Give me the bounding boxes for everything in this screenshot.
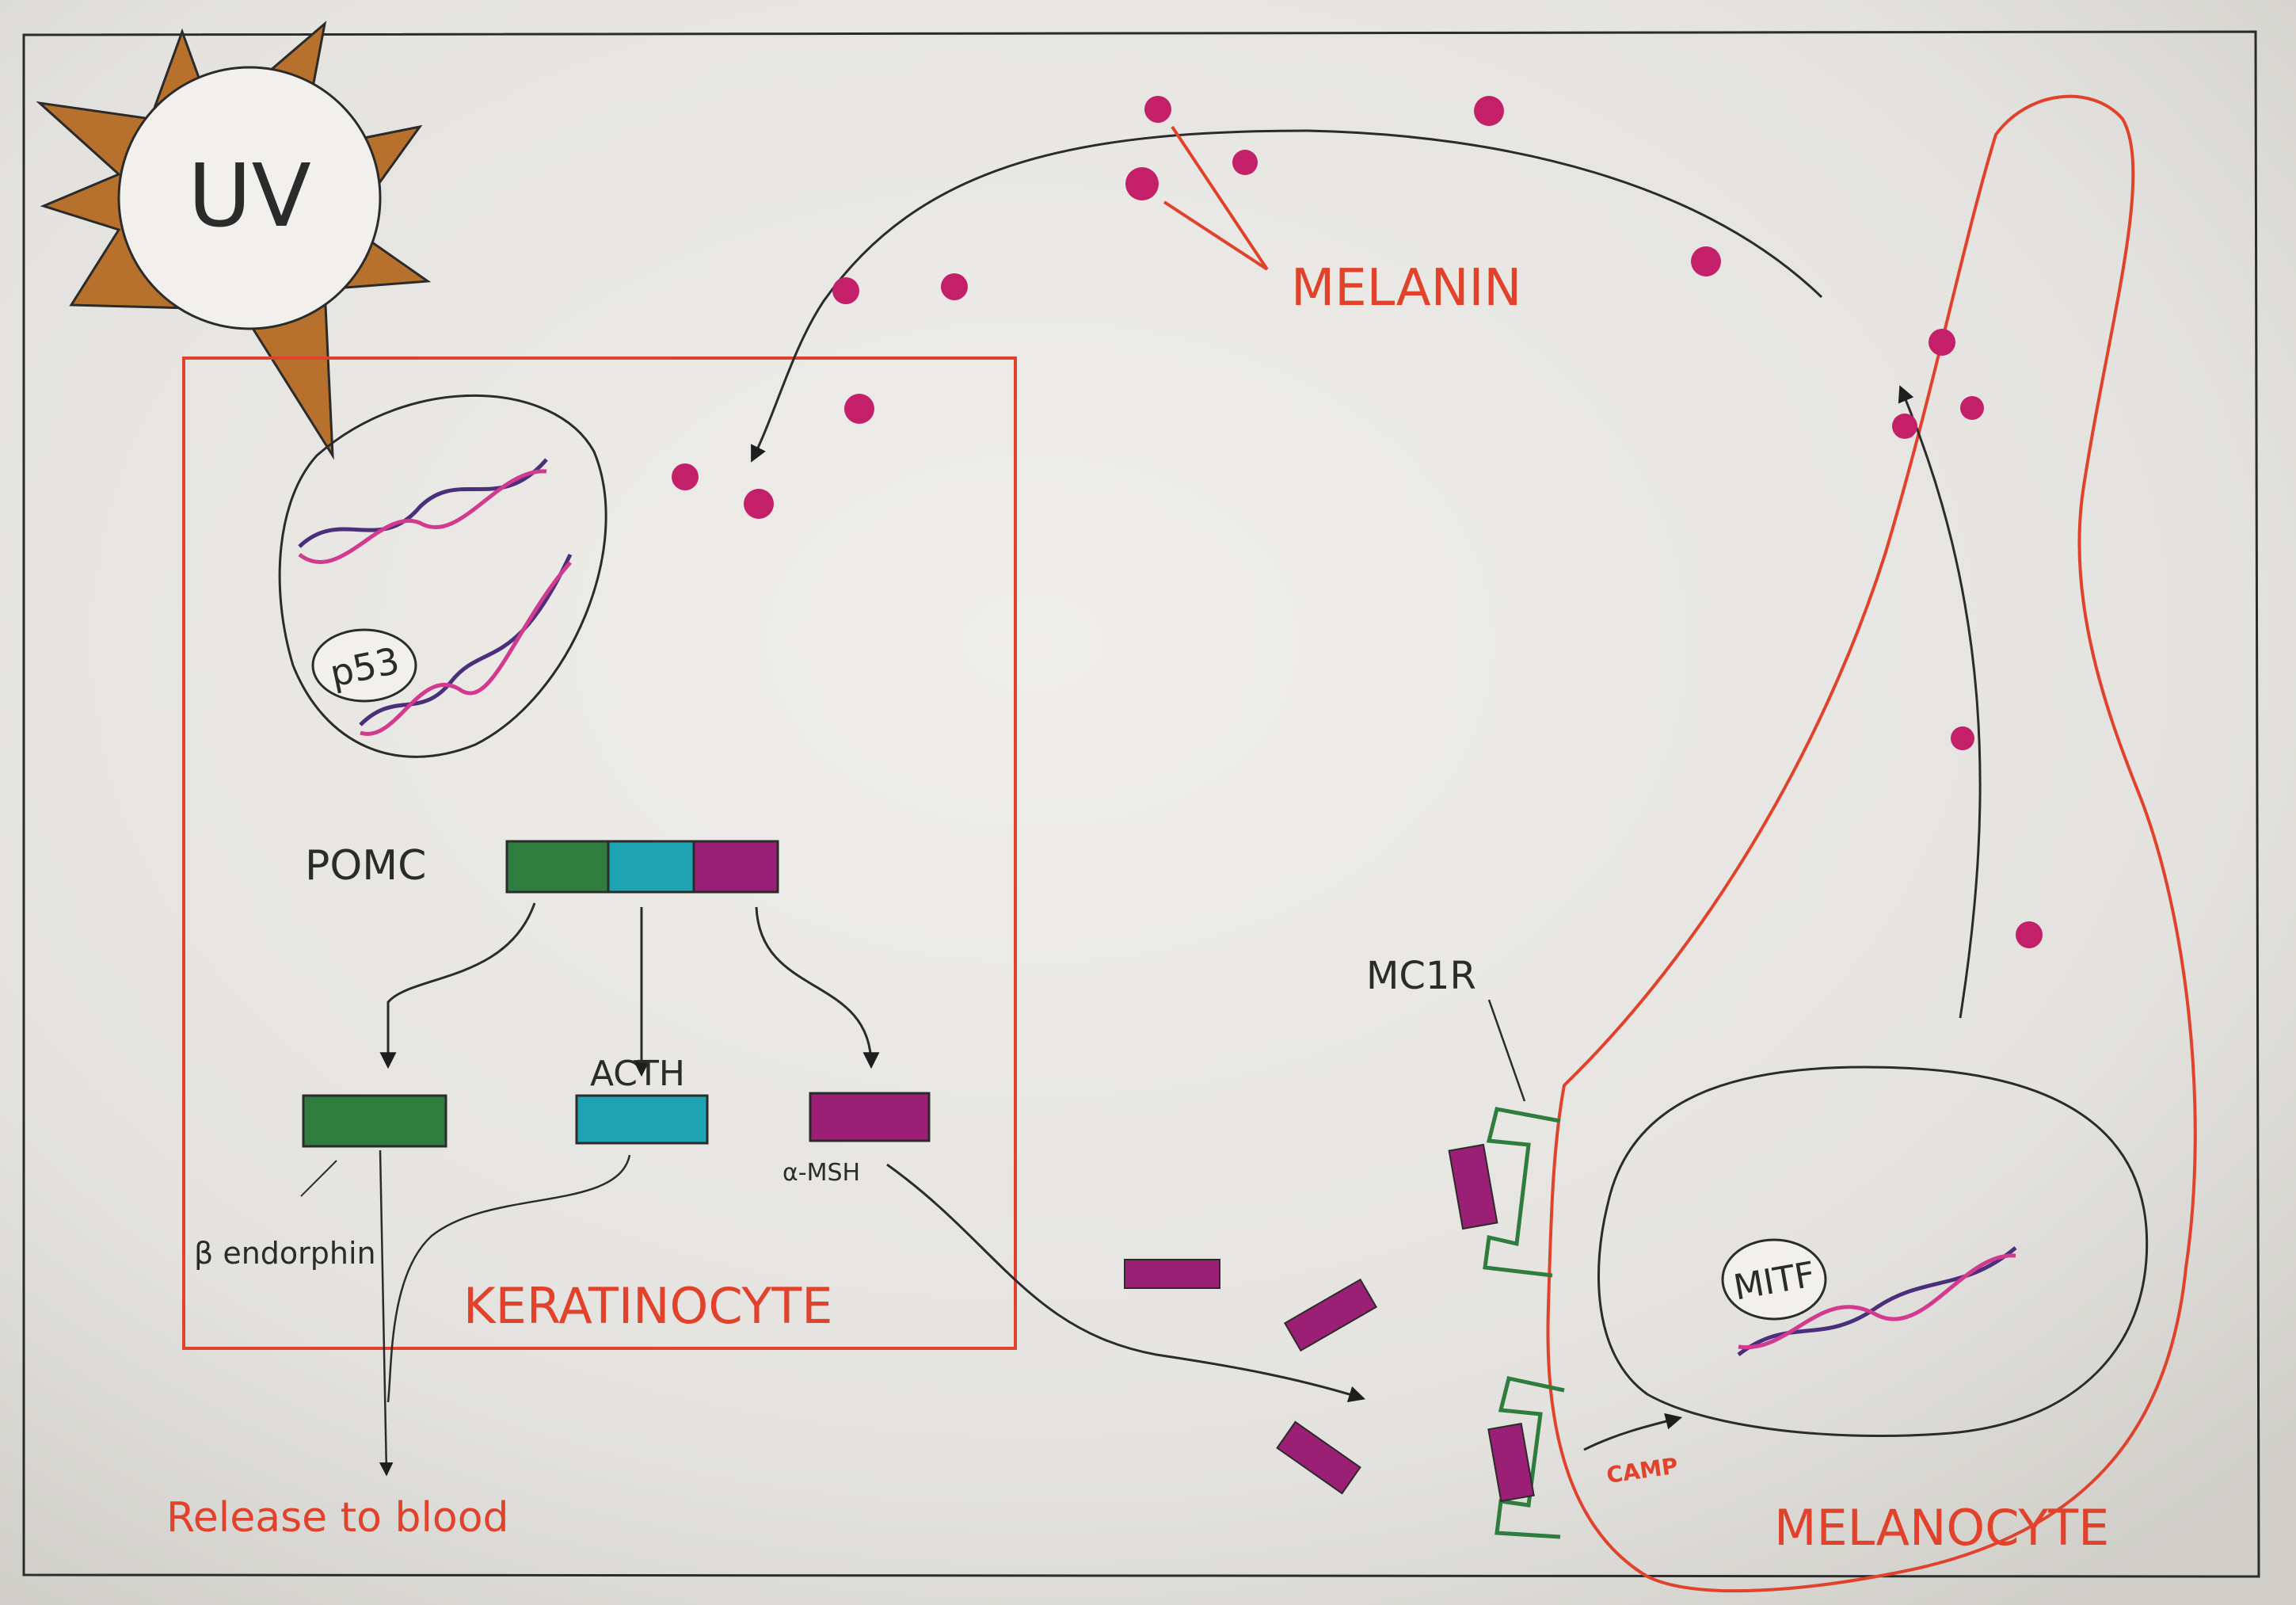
arrow-to-alpha-msh: [755, 906, 880, 1069]
acth-release-arrow: [386, 1154, 631, 1403]
release-arrows: [379, 1149, 631, 1477]
acth-peptide: [575, 1094, 709, 1145]
free-alpha-msh-peptides: [1124, 1259, 1377, 1495]
mc1r-receptor-upper: [1483, 1107, 1561, 1278]
pomc-segment-green: [505, 840, 610, 894]
outer-frame: [22, 30, 2260, 1578]
melanin-granule: [1960, 396, 1984, 420]
melanin-granule: [1892, 414, 1917, 439]
release-to-blood-label: Release to blood: [166, 1494, 509, 1542]
beta-endorphin-leader: [300, 1160, 337, 1197]
melanin-granule: [1691, 246, 1721, 276]
pomc-cleavage-arrows: [379, 902, 880, 1077]
pomc-label: POMC: [305, 842, 426, 890]
melanin-transfer-arrow: [751, 129, 1823, 463]
melanin-granule: [672, 463, 699, 490]
melanin-granules: [672, 96, 2043, 948]
melanin-granule: [941, 273, 968, 300]
melanin-granule: [1232, 150, 1258, 175]
melanin-granule: [1929, 329, 1955, 356]
melanin-label: MELANIN: [1291, 259, 1521, 318]
mitf-protein: [1721, 1238, 1827, 1321]
melanin-granule: [744, 489, 774, 519]
melanin-granule: [832, 277, 859, 304]
mc1r-receptors: [1483, 1107, 1565, 1539]
dna-strand-lower: [359, 553, 573, 737]
melanocyte-cell: [1546, 94, 2197, 1593]
p53-protein: [311, 628, 417, 703]
melanin-granule: [1951, 726, 1974, 750]
melanin-granule: [1144, 96, 1171, 123]
alpha-msh-free-3: [1276, 1420, 1361, 1495]
pomc-segment-magenta: [692, 840, 779, 894]
melanin-granule: [2016, 921, 2043, 948]
beta-endorphin-peptide: [302, 1094, 447, 1148]
keratinocyte-label: KERATINOCYTE: [463, 1277, 832, 1335]
nucleus-outline: [278, 394, 607, 758]
uv-sun: UV: [36, 21, 432, 460]
melanin-granule: [844, 394, 874, 424]
mc1r-receptor-lower: [1494, 1376, 1565, 1539]
sun-disk: [117, 66, 382, 330]
beta-endorphin-release-arrow: [379, 1149, 394, 1477]
bound-alpha-msh: [1448, 1143, 1535, 1503]
mc1r-label: MC1R: [1366, 954, 1476, 998]
keratinocyte-cell: [182, 356, 1017, 1350]
alpha-msh-bound-upper: [1448, 1143, 1498, 1230]
melanocyte-nucleus: [1597, 1066, 2149, 1438]
alpha-msh-secretion-arrow: [886, 1163, 1366, 1403]
mc1r-leader: [1487, 999, 1526, 1102]
alpha-msh-label: α-MSH: [782, 1159, 860, 1187]
alpha-msh-free-1: [1124, 1259, 1220, 1289]
alpha-msh-bound-lower: [1487, 1422, 1535, 1503]
beta-endorphin-label: β endorphin: [194, 1236, 376, 1271]
melanin-granule: [1474, 96, 1504, 126]
dna-strand-upper: [298, 458, 548, 564]
keratinocyte-nucleus: p53: [278, 394, 607, 758]
melanin-transport-arrow-up: [1898, 385, 1982, 1019]
melanocyte-dna: [1737, 1246, 2017, 1356]
pomc-gene-bar: [505, 840, 779, 894]
alpha-msh-peptide: [809, 1092, 931, 1142]
melanin-granule: [1125, 167, 1159, 200]
camp-arrow: [1583, 1412, 1683, 1451]
pomc-segment-teal: [607, 840, 695, 894]
alpha-msh-free-2: [1284, 1278, 1377, 1352]
arrow-to-beta-endorphin: [379, 902, 536, 1069]
acth-label: ACTH: [590, 1054, 685, 1094]
melanin-leaders: [1163, 125, 1269, 271]
uv-label: UV: [188, 145, 311, 246]
melanocyte-label: MELANOCYTE: [1774, 1499, 2109, 1557]
